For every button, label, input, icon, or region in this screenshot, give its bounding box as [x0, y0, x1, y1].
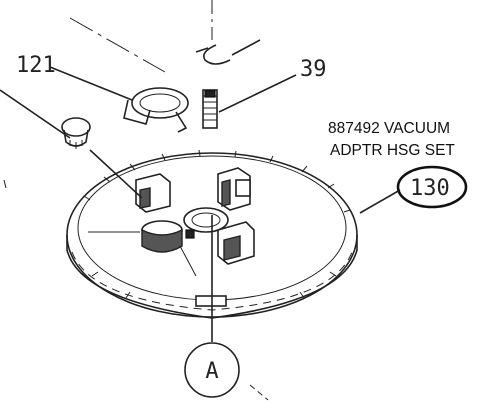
spring-part-39 — [202, 89, 218, 129]
note-line-1: 887492 VACUUM — [328, 120, 450, 137]
cap-part — [61, 117, 91, 149]
callout-130-ellipse — [396, 165, 468, 209]
note-line-2: ADPTR HSG SET — [330, 142, 455, 159]
disc-components — [88, 167, 255, 277]
callout-121: 121 — [16, 53, 56, 78]
ring-part-121 — [123, 87, 189, 133]
leader-lines — [0, 39, 401, 342]
retaining-clip — [195, 44, 231, 65]
view-reference-a: A — [184, 342, 240, 398]
reference-letter-a: A — [205, 359, 218, 384]
callout-39: 39 — [300, 57, 327, 82]
callout-130: 130 — [410, 176, 450, 201]
reference-circle — [184, 342, 240, 398]
callout-130-group: 130 — [396, 165, 468, 209]
